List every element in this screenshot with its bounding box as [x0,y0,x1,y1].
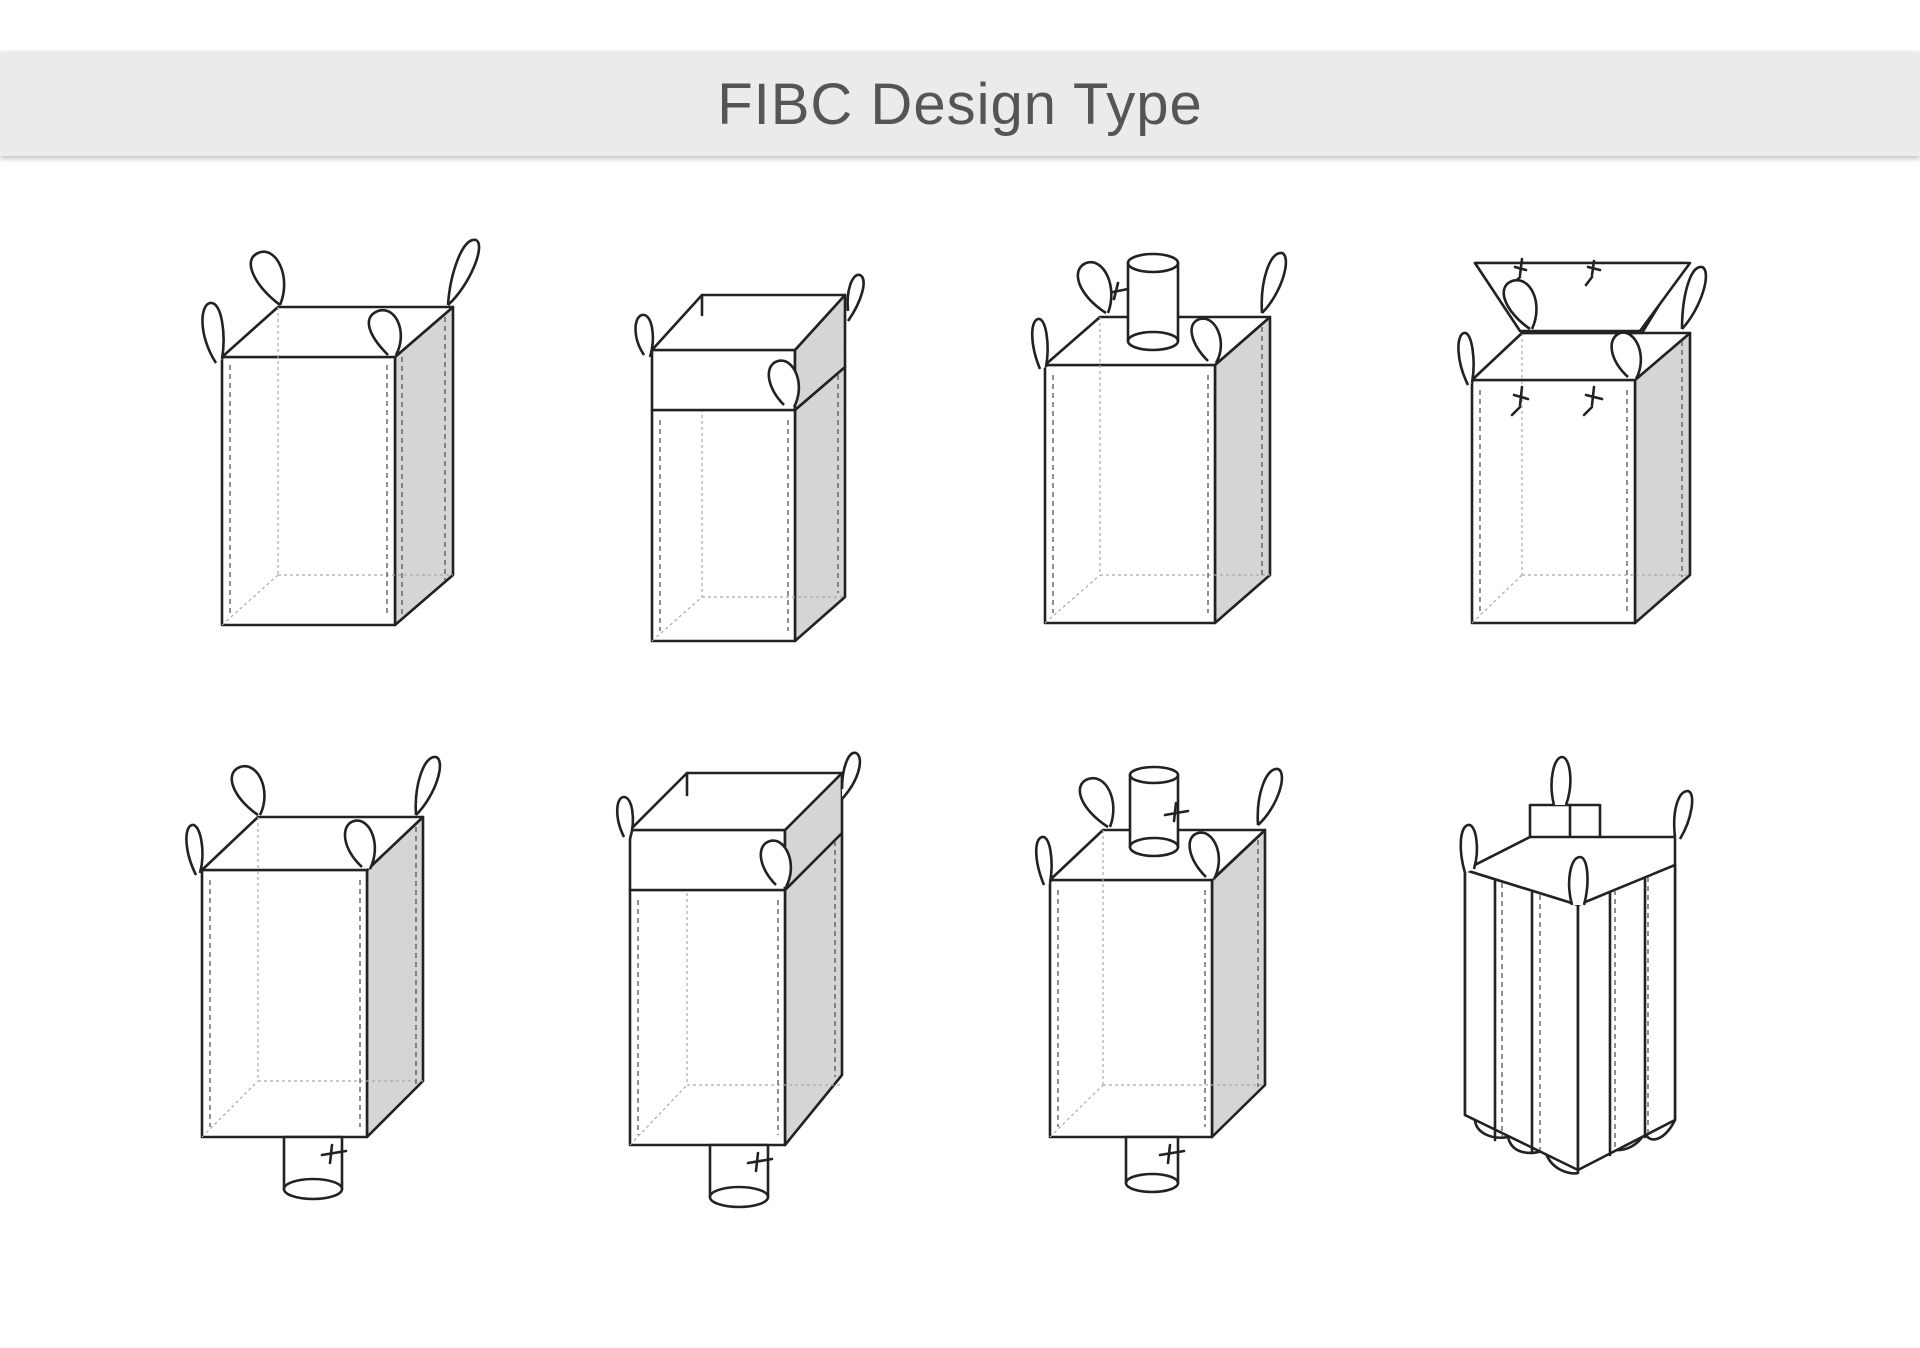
fibc-bag-baffle [1420,745,1840,1215]
fibc-bag-open-top-spout-bottom [150,745,570,1215]
fibc-bag-spout-top [1000,215,1420,685]
fibc-bag-duffle-top [1420,215,1840,685]
fibc-bag-skirt-top-spout-bottom [580,745,1000,1215]
fibc-bag-open-top [150,215,570,685]
title-bar: FIBC Design Type [0,52,1920,156]
fibc-bag-skirt-top [580,215,1000,685]
page-title: FIBC Design Type [717,71,1203,137]
fibc-bag-spout-top-spout-bottom [1000,745,1420,1215]
